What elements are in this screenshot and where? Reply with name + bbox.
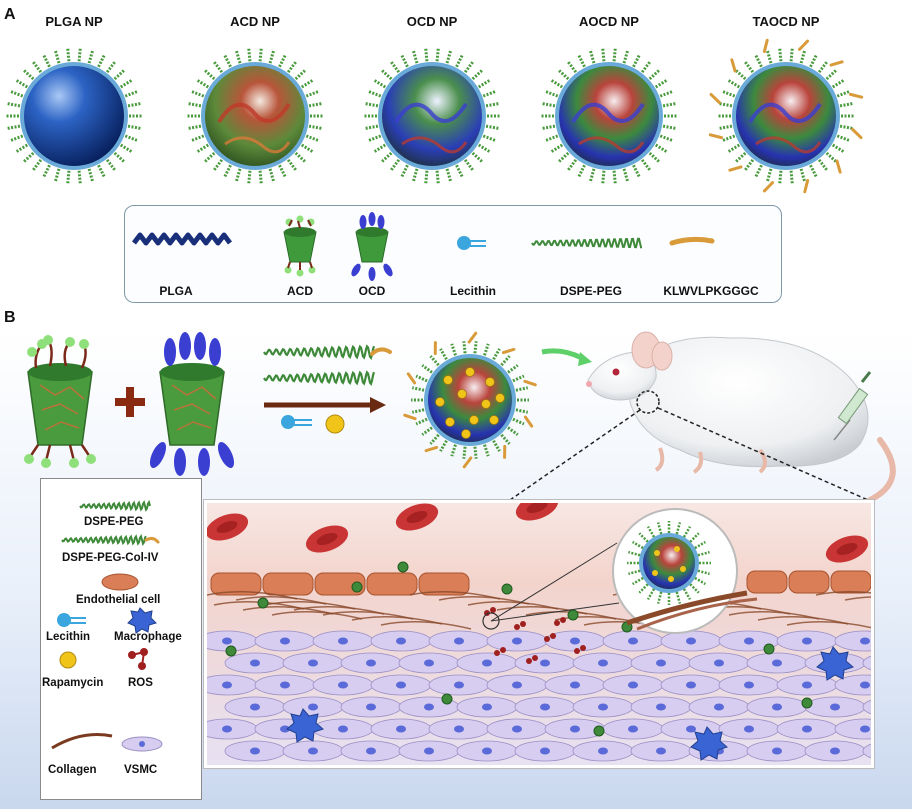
collagen-icon bbox=[51, 733, 113, 750]
legend-plga-label: PLGA bbox=[159, 284, 193, 298]
legend-collagen: Collagen bbox=[48, 764, 97, 776]
legend-vsmc: VSMC bbox=[124, 764, 158, 776]
nanoparticle-row bbox=[5, 38, 864, 194]
np-title-plga: PLGA NP bbox=[45, 14, 103, 29]
synthesis-arrow bbox=[264, 397, 386, 413]
reagent-rapamycin-icon bbox=[325, 414, 345, 434]
taocd-nanoparticle bbox=[708, 38, 864, 194]
legend-acd-label: ACD bbox=[287, 284, 313, 298]
lecithin-icon bbox=[457, 236, 486, 250]
ocd-molecule-illustration bbox=[149, 332, 235, 476]
aocd-nanoparticle bbox=[540, 47, 678, 185]
injection-arrow bbox=[541, 348, 584, 361]
legend-dspe-peg-col-iv: DSPE-PEG-Col-IV bbox=[62, 552, 159, 564]
acd-nanoparticle bbox=[186, 47, 324, 185]
panel-a-legend-icons bbox=[132, 212, 715, 281]
legend-lecithin-icon bbox=[57, 613, 86, 627]
dspe-peg-col-reagent bbox=[263, 344, 376, 360]
synthesis-scheme bbox=[24, 332, 592, 476]
endothelial-cell-icon bbox=[101, 573, 139, 591]
dspe-peg-icon bbox=[531, 237, 643, 249]
vessel-wall-cross-section bbox=[204, 500, 874, 768]
taocd-nanoparticle-loaded bbox=[403, 331, 537, 469]
syringe-icon bbox=[833, 371, 872, 441]
macrophage-icon bbox=[127, 607, 157, 634]
plus-sign bbox=[115, 387, 145, 417]
legend-lecithin-label: Lecithin bbox=[449, 284, 496, 298]
reagent-lecithin-icon bbox=[281, 415, 312, 429]
ocd-icon bbox=[351, 212, 393, 281]
np-title-aocd: AOCD NP bbox=[579, 14, 639, 29]
rapamycin-icon bbox=[59, 651, 77, 669]
ros-icon bbox=[128, 648, 148, 670]
panel-b-legend-box bbox=[40, 478, 202, 800]
dspe-peg-reagent bbox=[263, 370, 376, 386]
np-title-ocd: OCD NP bbox=[406, 14, 458, 29]
legend-macrophage: Macrophage bbox=[114, 631, 182, 643]
legend-peptide-label: KLWVLPKGGGC bbox=[663, 284, 759, 298]
np-title-acd: ACD NP bbox=[230, 14, 280, 29]
legend-dspe-peg: DSPE-PEG bbox=[84, 516, 144, 528]
panel-a-letter: A bbox=[4, 6, 16, 23]
panel-a-legend-box bbox=[124, 205, 782, 303]
legend-rapamycin: Rapamycin bbox=[42, 677, 104, 689]
zoom-site-circle bbox=[636, 390, 660, 414]
plga-nanoparticle bbox=[5, 47, 143, 185]
legend-dspe-peg-label: DSPE-PEG bbox=[559, 284, 622, 298]
rat-illustration bbox=[509, 331, 896, 503]
legend-lecithin: Lecithin bbox=[46, 631, 91, 643]
legend-ocd-label: OCD bbox=[358, 284, 386, 298]
ocd-nanoparticle bbox=[363, 47, 501, 185]
panel-b-letter: B bbox=[4, 309, 16, 326]
plga-chain-icon bbox=[132, 232, 232, 246]
np-title-taocd: TAOCD NP bbox=[752, 14, 820, 29]
acd-molecule-illustration bbox=[24, 335, 96, 468]
legend-ros: ROS bbox=[128, 677, 153, 689]
peptide-icon bbox=[669, 236, 715, 246]
legend-endothelial-cell: Endothelial cell bbox=[76, 594, 161, 606]
acd-icon bbox=[283, 215, 317, 277]
